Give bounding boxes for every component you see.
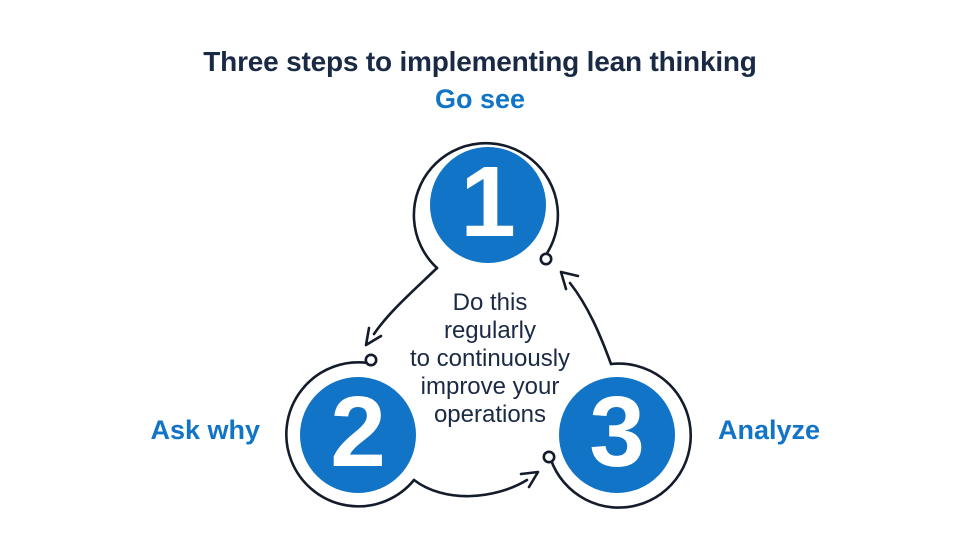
step-3-arc-endpoint-dot (542, 450, 556, 464)
step-2-label-ask-why: Ask why (150, 415, 260, 445)
step-2-arc (285, 361, 416, 508)
arrow-step1-to-step2 (364, 266, 439, 347)
page-title: Three steps to implementing lean thinkin… (203, 45, 757, 77)
center-note: Do this regularly to continuously improv… (380, 289, 600, 429)
center-note-line: operations (433, 401, 547, 428)
step-2-number: 2 (330, 376, 386, 488)
center-note-line: regularly (443, 317, 537, 344)
step-2-group[interactable] (285, 353, 416, 508)
step-1-label-go-see: Go see (434, 84, 526, 114)
arrow-step3-to-step1 (559, 270, 613, 366)
step-3-group[interactable] (542, 362, 693, 509)
arrow-step2-to-step3 (412, 470, 540, 498)
center-note-line: Do this (452, 289, 528, 316)
step-1-circle[interactable] (430, 147, 546, 263)
step-1-number: 1 (460, 146, 516, 258)
step-3-label-analyze: Analyze (718, 415, 821, 445)
step-2-circle[interactable] (300, 377, 416, 493)
step-3-arc (549, 362, 693, 509)
step-3-circle[interactable] (559, 377, 675, 493)
step-2-arc-endpoint-dot (364, 353, 378, 367)
step-1-arc (412, 141, 560, 270)
step-1-arc-endpoint-dot (539, 252, 553, 266)
step-3-number: 3 (589, 376, 645, 488)
center-note-line: to continuously (409, 345, 571, 372)
step-1-group[interactable] (412, 141, 560, 270)
center-note-line: improve your (420, 373, 560, 400)
